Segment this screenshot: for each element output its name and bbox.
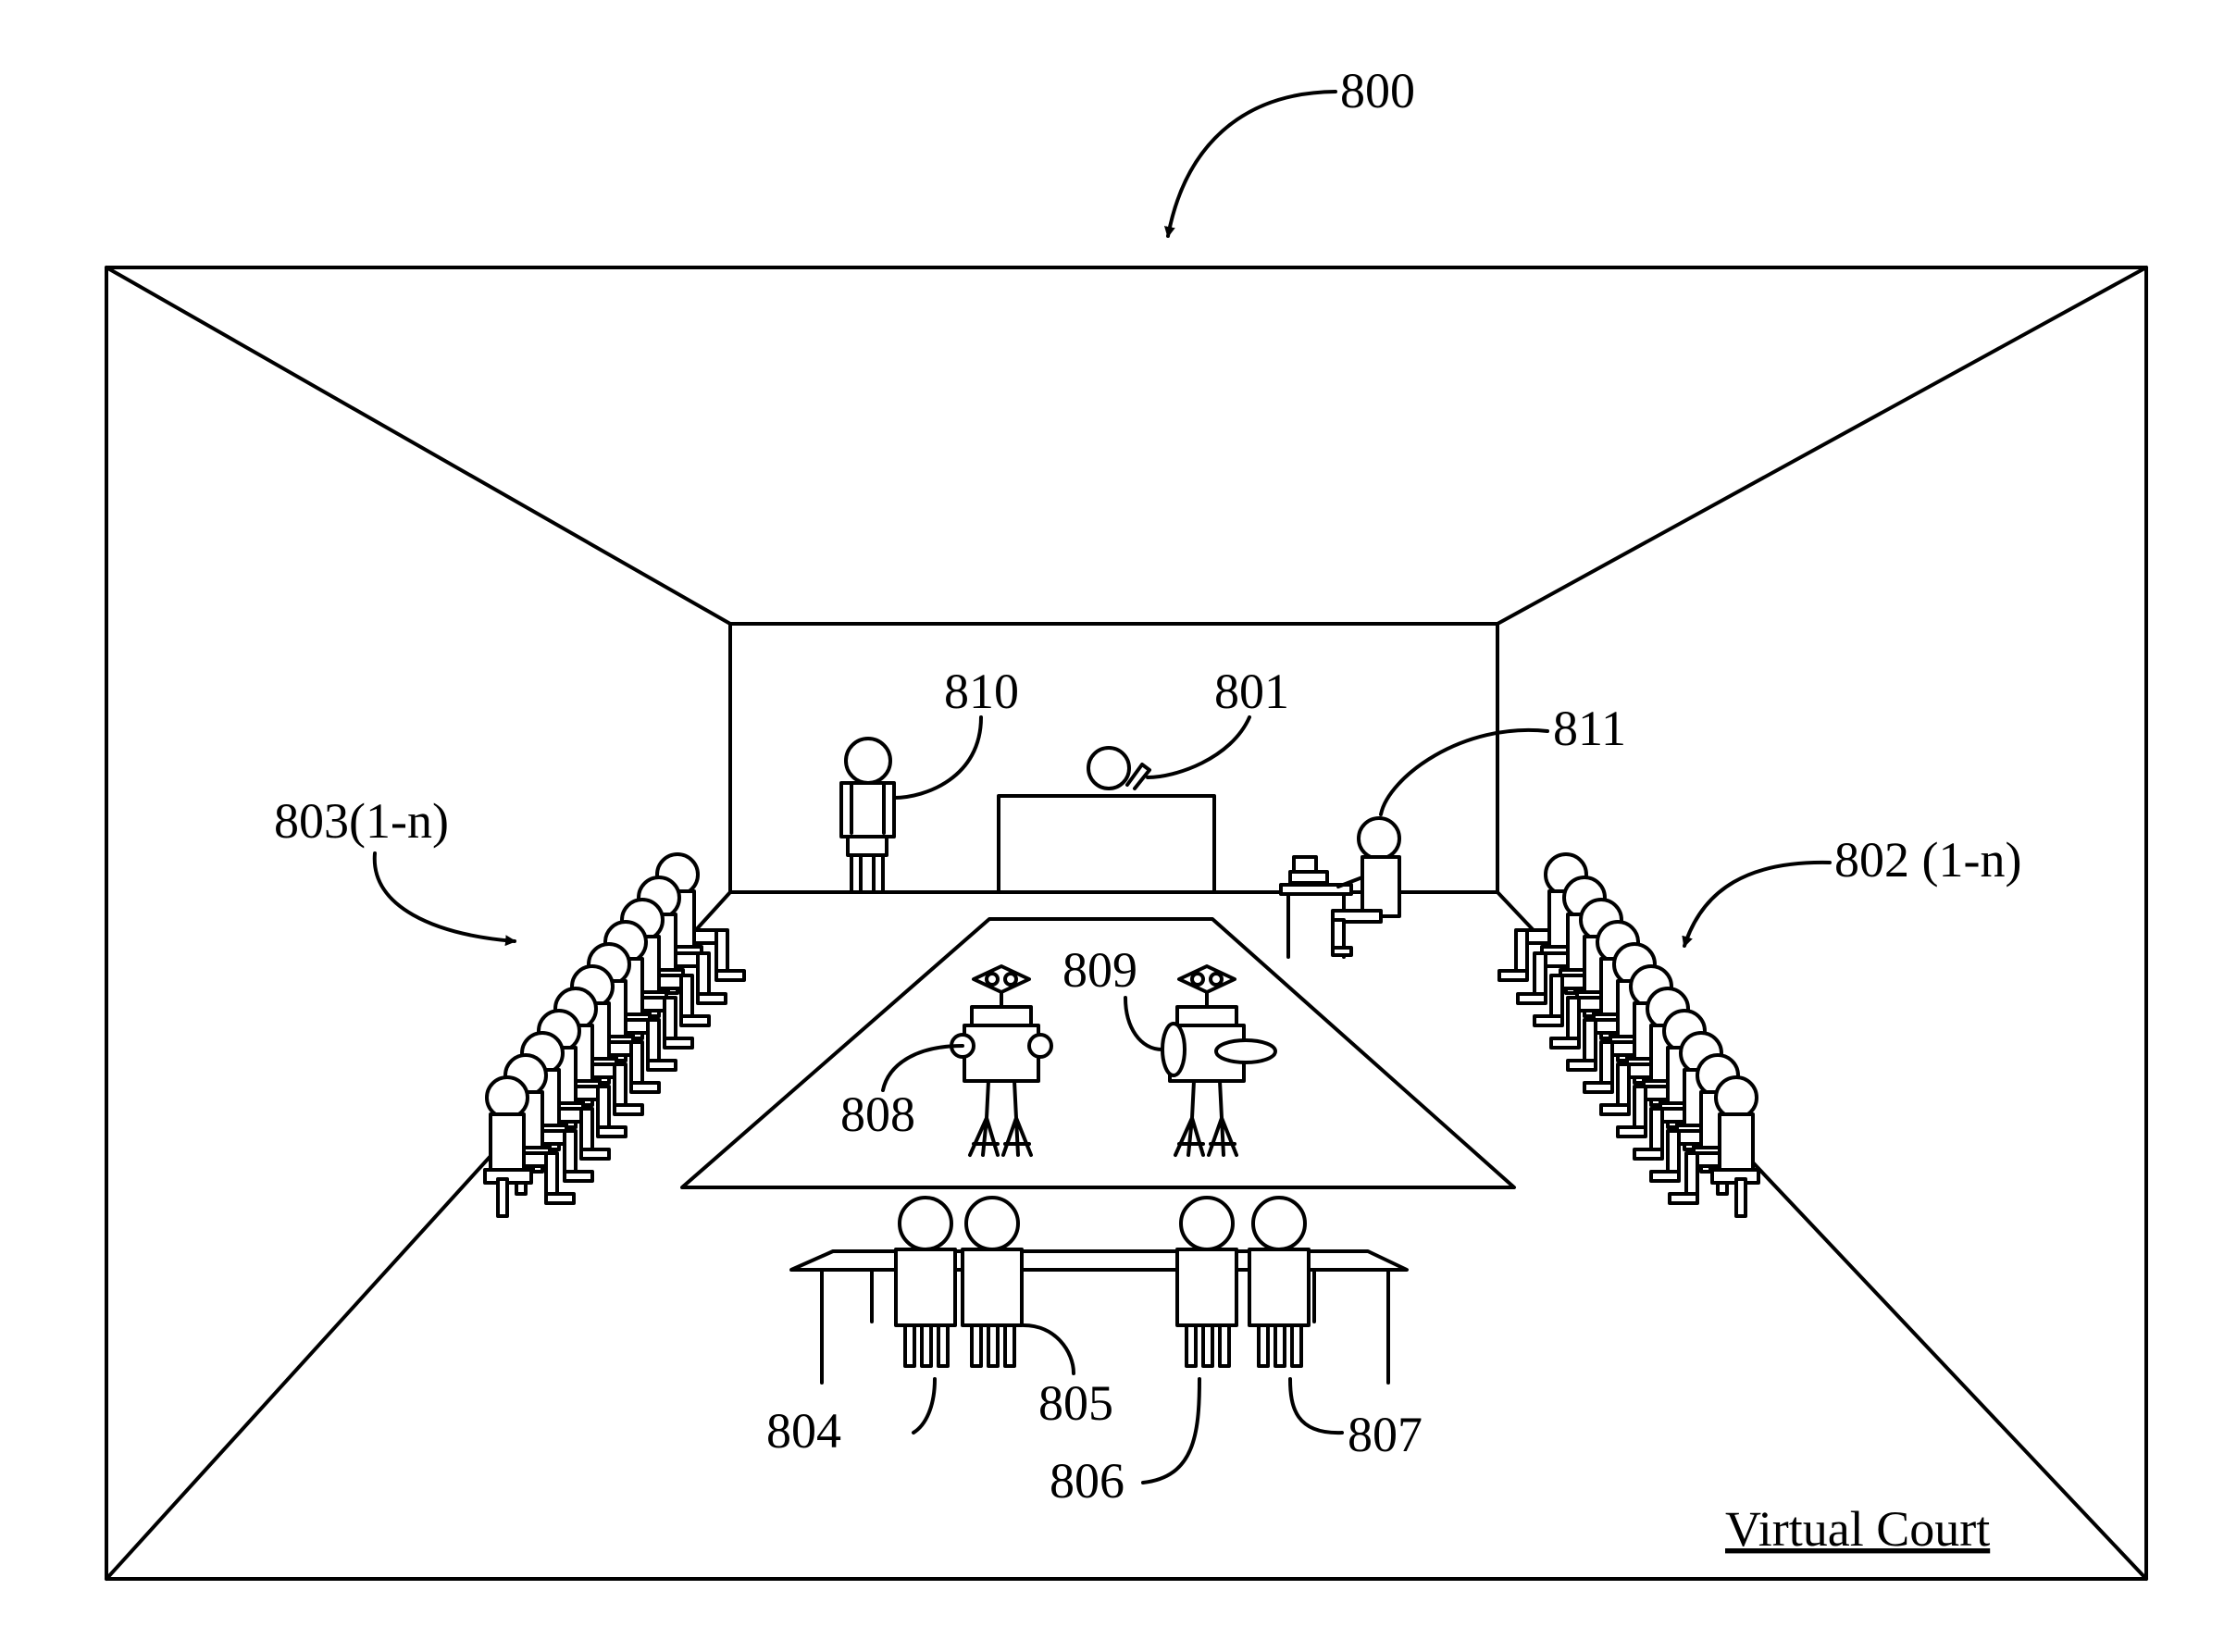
- label-810: 810: [944, 664, 1019, 719]
- leader-lines: [372, 90, 1832, 1484]
- left-gallery: [483, 852, 746, 1218]
- label-806: 806: [1050, 1453, 1124, 1509]
- avatar-809: [1161, 964, 1277, 1157]
- outer-frame: [105, 266, 2148, 1581]
- label-805: 805: [1038, 1375, 1113, 1431]
- label-807: 807: [1348, 1407, 1423, 1462]
- counsel-table: [789, 1196, 1409, 1385]
- gavel: [1125, 763, 1151, 790]
- avatar-808: [950, 964, 1053, 1157]
- arrow-800: [1163, 90, 1337, 238]
- leader-807: [1288, 1377, 1344, 1435]
- reference-labels: 800 810 801 811 803(1-n) 802 (1-n) 809 8…: [274, 63, 2021, 1557]
- label-801: 801: [1214, 664, 1289, 719]
- clerk-figure: [1279, 816, 1401, 959]
- label-809: 809: [1062, 942, 1137, 998]
- label-800: 800: [1340, 63, 1415, 118]
- bench: [997, 794, 1216, 894]
- label-804: 804: [766, 1403, 841, 1459]
- judge-head: [1087, 746, 1131, 790]
- leader-805: [1022, 1323, 1075, 1375]
- ceiling-edge-left: [105, 266, 732, 626]
- label-803: 803(1-n): [274, 793, 449, 849]
- judge-bench: [997, 746, 1216, 894]
- ceiling-edge-right: [1496, 266, 2148, 626]
- right-gallery: [1497, 852, 1760, 1218]
- label-802: 802 (1-n): [1834, 832, 2021, 888]
- arrow-802: [1682, 860, 1832, 948]
- disc: [1214, 1038, 1277, 1064]
- shield: [1161, 1022, 1187, 1077]
- leader-806: [1141, 1377, 1201, 1484]
- leader-804: [912, 1377, 937, 1435]
- caption-virtual-court: Virtual Court: [1725, 1501, 1990, 1557]
- label-808: 808: [840, 1087, 915, 1142]
- arrow-803: [372, 851, 516, 947]
- leader-811: [1379, 727, 1549, 816]
- leader-810: [892, 715, 983, 800]
- room: [105, 266, 2148, 1581]
- leader-809: [1124, 996, 1164, 1051]
- witness-figure: [839, 737, 896, 894]
- well-carpet: [680, 917, 1516, 1189]
- leader-801: [1146, 715, 1251, 779]
- label-811: 811: [1553, 701, 1626, 756]
- leader-808: [881, 1044, 964, 1092]
